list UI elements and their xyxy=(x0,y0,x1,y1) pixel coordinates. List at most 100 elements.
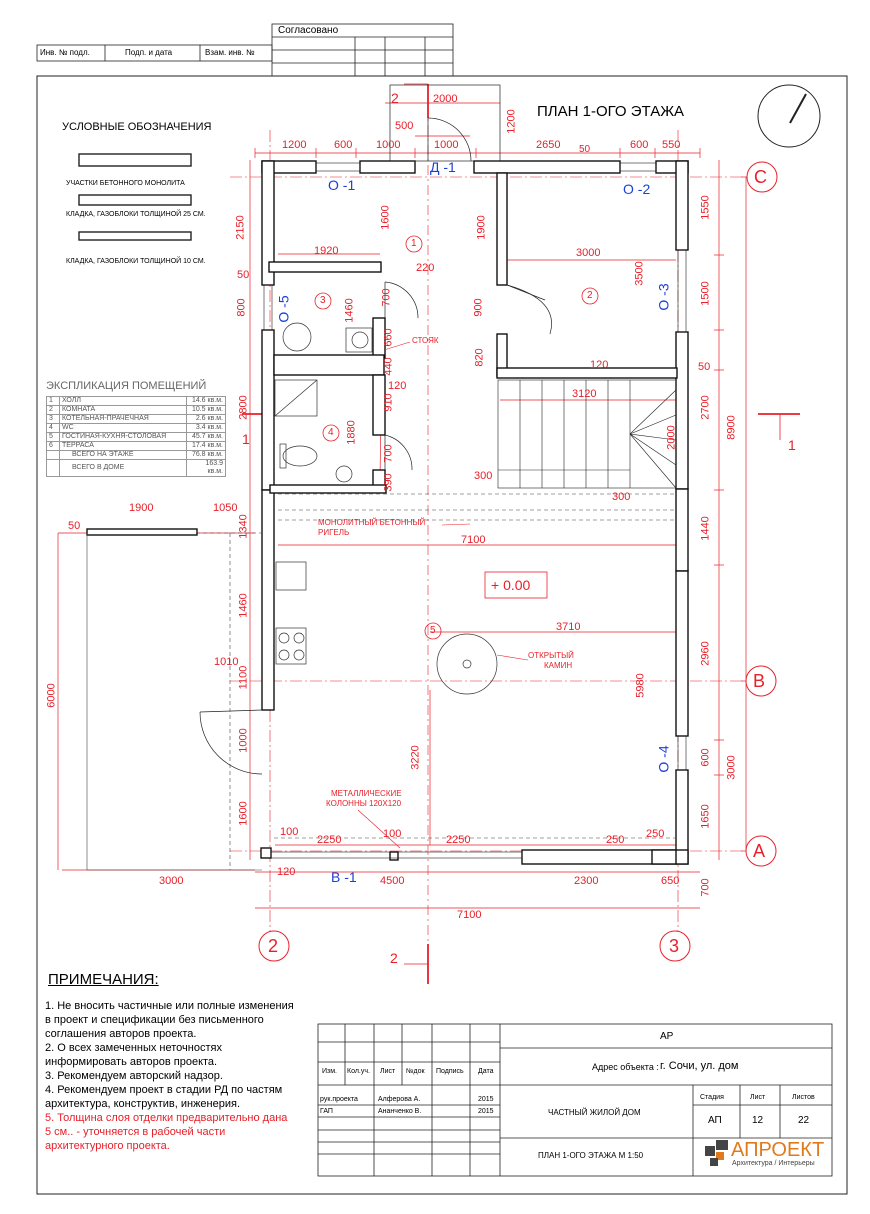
address-value: г. Сочи, ул. дом xyxy=(660,1060,739,1072)
section-top-label: 2 xyxy=(391,90,399,106)
dim-800: 800 xyxy=(235,298,248,317)
dim-1460-boiler: 1460 xyxy=(343,298,356,323)
dim-3120: 3120 xyxy=(572,388,597,400)
walls xyxy=(86,160,689,865)
axis-bubbles xyxy=(258,161,778,962)
notes-heading: ПРИМЕЧАНИЯ: xyxy=(48,971,159,988)
logo-subtitle: Архитектура / Интерьеры xyxy=(732,1160,815,1167)
columns-label-line2: КОЛОННЫ 120Х120 xyxy=(326,799,402,808)
beam-label-line1: МОНОЛИТНЫЙ БЕТОННЫЙ xyxy=(318,518,426,527)
room-number-1: 1 xyxy=(411,238,417,249)
window-label-v1: В -1 xyxy=(331,869,357,885)
dim-660: 660 xyxy=(382,328,395,347)
dim-2150: 2150 xyxy=(234,215,247,240)
tb-header-izm: Изм. xyxy=(322,1068,337,1075)
dim-100-a: 100 xyxy=(280,826,299,838)
dim-2650: 2650 xyxy=(536,139,561,151)
dim-2250-b: 2250 xyxy=(446,834,471,846)
note-red-line-2: 5 см.. - уточняется в рабочей части xyxy=(45,1126,226,1138)
axis-label-c: С xyxy=(754,167,767,187)
dim-1600-bottom: 1600 xyxy=(237,801,250,826)
tb-name-1: Алферова А. xyxy=(378,1096,421,1103)
dim-600-top-b: 600 xyxy=(630,139,649,151)
note-line-6: 3. Рекомендуем авторский надзор. xyxy=(45,1070,223,1082)
columns-label-line1: МЕТАЛЛИЧЕСКИЕ xyxy=(331,789,402,798)
dim-100-b: 100 xyxy=(383,828,402,840)
dim-50-right: 50 xyxy=(698,361,711,373)
tb-header-date: Дата xyxy=(478,1068,494,1075)
dim-440: 440 xyxy=(382,357,395,376)
approval-stamp xyxy=(36,23,454,77)
room-number-3: 3 xyxy=(320,295,326,306)
tb-year-1: 2015 xyxy=(478,1096,494,1103)
stamp-cell-1: Инв. № подл. xyxy=(40,48,90,57)
dim-50-top: 50 xyxy=(579,144,591,155)
address-label: Адрес объекта : xyxy=(592,1062,659,1072)
dim-550: 550 xyxy=(662,139,681,151)
axis-label-a: А xyxy=(753,841,766,861)
dim-1440: 1440 xyxy=(699,516,712,541)
room-number-2: 2 xyxy=(587,290,593,301)
fixtures xyxy=(274,322,498,695)
dim-1880: 1880 xyxy=(345,420,358,445)
level-frame xyxy=(484,571,548,599)
section-right-label: 1 xyxy=(788,437,796,453)
sheets-value: 22 xyxy=(798,1115,810,1126)
dim-3000-terrace: 3000 xyxy=(159,875,184,887)
dim-4500: 4500 xyxy=(380,875,405,887)
dim-1000-top-a: 1000 xyxy=(376,139,401,151)
sheet-label: Лист xyxy=(750,1094,766,1101)
dim-8900: 8900 xyxy=(725,415,738,440)
dim-50-left: 50 xyxy=(237,269,250,281)
sheets-label: Листов xyxy=(792,1094,815,1101)
beam-label-line2: РИГЕЛЬ xyxy=(318,528,350,537)
section-bottom-label: 2 xyxy=(390,950,398,966)
dim-1010: 1010 xyxy=(214,656,239,668)
axis-label-3: 3 xyxy=(669,936,680,956)
stamp-cell-2: Подп. и дата xyxy=(125,48,173,57)
logo-text: АПРОЕКТ xyxy=(731,1139,825,1161)
dim-3220: 3220 xyxy=(409,745,422,770)
dim-2250-a: 2250 xyxy=(317,834,342,846)
fireplace-label-line2: КАМИН xyxy=(544,661,573,670)
note-line-5: информировать авторов проекта. xyxy=(45,1056,218,1068)
dim-2800: 2800 xyxy=(237,395,250,420)
dim-50-terrace: 50 xyxy=(68,520,81,532)
staircase xyxy=(497,379,677,489)
dim-2000: 2000 xyxy=(433,93,458,105)
tb-header-sign: Подпись xyxy=(436,1068,464,1075)
legend-swatches xyxy=(78,153,192,241)
dim-910: 910 xyxy=(382,393,395,412)
dim-2300: 2300 xyxy=(574,875,599,887)
door-label-d1: Д -1 xyxy=(430,159,456,175)
dim-6000: 6000 xyxy=(45,683,58,708)
legend-item-block10: КЛАДКА, ГАЗОБЛОКИ ТОЛЩИНОЙ 10 СМ. xyxy=(66,258,206,265)
leader-lines xyxy=(357,341,529,849)
dim-1000-door: 1000 xyxy=(237,728,250,753)
window-label-o1: О -1 xyxy=(328,177,356,193)
legend-item-block25: КЛАДКА, ГАЗОБЛОКИ ТОЛЩИНОЙ 25 СМ. xyxy=(66,211,206,218)
note-red-line-1: 5. Толщина слоя отделки предварительно д… xyxy=(45,1112,288,1124)
dim-390: 390 xyxy=(382,473,395,492)
tb-name-2: Ананченко В. xyxy=(378,1108,422,1115)
dim-1100: 1100 xyxy=(237,665,250,690)
section-leaders xyxy=(404,83,781,965)
stage-label: Стадия xyxy=(700,1094,724,1101)
legend-item-monolith: УЧАСТКИ БЕТОННОГО МОНОЛИТА xyxy=(66,180,185,187)
dim-1500: 1500 xyxy=(699,281,712,306)
tb-header-kol: Кол.уч. xyxy=(347,1068,370,1075)
doc-code: АР xyxy=(660,1031,674,1042)
axis-label-2: 2 xyxy=(268,936,279,956)
sheet-title: ПЛАН 1-ОГО ЭТАЖА М 1:50 xyxy=(538,1151,644,1160)
note-line-8: архитектура, конструктив, инженерия. xyxy=(45,1098,241,1110)
dim-120-stair: 120 xyxy=(590,359,609,371)
floor-level-mark: + 0.00 xyxy=(491,577,531,593)
terrace-outline xyxy=(86,493,676,871)
window-label-o4: О -4 xyxy=(655,745,672,773)
dim-1200-top: 1200 xyxy=(282,139,307,151)
dim-3000-ab: 3000 xyxy=(725,755,738,780)
approved-label: Согласовано xyxy=(278,25,339,36)
